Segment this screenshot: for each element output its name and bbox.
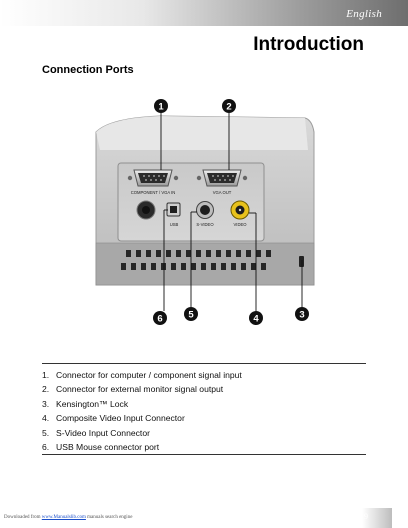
list-item: 2. Connector for external monitor signal …	[42, 382, 366, 396]
footer-prefix: Downloaded from	[4, 515, 42, 520]
round-port	[136, 200, 156, 220]
svg-text:1: 1	[158, 102, 164, 113]
svg-text:5: 5	[188, 310, 194, 321]
section-title: Connection Ports	[42, 64, 134, 76]
usb-port	[166, 202, 181, 217]
callout-4: 4	[249, 311, 263, 325]
list-item-number: 5.	[42, 427, 50, 438]
list-item: 5. S-Video Input Connector	[42, 426, 366, 440]
connection-ports-figure: COMPONENT / VGA IN VGA OUT USB S-VIDEO V…	[95, 99, 315, 325]
list-item: 4. Composite Video Input Connector	[42, 411, 366, 425]
list-item-number: 1.	[42, 370, 50, 380]
callout-3: 3	[295, 307, 309, 321]
list-item: 1. Connector for computer / component sig…	[42, 368, 366, 382]
svg-text:2: 2	[226, 102, 231, 113]
footer-note: Downloaded from www.Manualslib.com manua…	[4, 515, 132, 520]
callout-1: 1	[154, 99, 168, 113]
page-number: 9	[364, 512, 368, 521]
footer-suffix: manuals search engine	[85, 515, 133, 520]
svg-text:4: 4	[253, 314, 259, 325]
list-item-label: Connector for computer / component signa…	[56, 370, 242, 380]
page-number-badge: 9	[362, 508, 392, 528]
leader-lines	[160, 113, 303, 311]
kensington-lock-slot	[299, 256, 304, 267]
vga-out-port	[196, 169, 248, 187]
port-label-video: VIDEO	[233, 222, 247, 227]
port-label-usb: USB	[170, 222, 179, 227]
port-list: 1. Connector for computer / component sig…	[42, 363, 366, 456]
callout-6: 6	[153, 311, 167, 325]
callout-2: 2	[222, 99, 236, 113]
port-label-vga-in: COMPONENT / VGA IN	[131, 190, 176, 195]
list-item-label: Connector for external monitor signal ou…	[56, 384, 224, 395]
list-item-number: 4.	[42, 413, 50, 424]
footer-link[interactable]: www.Manualslib.com	[41, 515, 86, 520]
callout-5: 5	[184, 307, 198, 321]
svg-text:3: 3	[299, 310, 304, 321]
list-item-number: 6.	[42, 442, 50, 453]
composite-video-port	[230, 200, 250, 220]
port-label-s-video: S-VIDEO	[196, 222, 214, 227]
list-item-label: USB Mouse connector port	[56, 442, 160, 453]
list-item: 3. Kensington™ Lock	[42, 397, 366, 411]
vga-in-port	[127, 169, 179, 187]
list-item: 6. USB Mouse connector port	[42, 440, 366, 454]
language-label: English	[346, 8, 382, 20]
s-video-port	[196, 201, 214, 219]
list-item-label: S-Video Input Connector	[56, 427, 150, 438]
list-item-number: 2.	[42, 384, 50, 395]
header-bar: English	[0, 0, 408, 26]
vents	[121, 250, 271, 270]
page-title: Introduction	[253, 34, 364, 55]
list-item-label: Composite Video Input Connector	[56, 413, 185, 424]
port-label-vga-out: VGA OUT	[213, 190, 232, 195]
svg-text:6: 6	[157, 314, 162, 325]
list-item-label: Kensington™ Lock	[56, 398, 129, 409]
projector-photo	[95, 115, 315, 286]
list-item-number: 3.	[42, 398, 50, 409]
